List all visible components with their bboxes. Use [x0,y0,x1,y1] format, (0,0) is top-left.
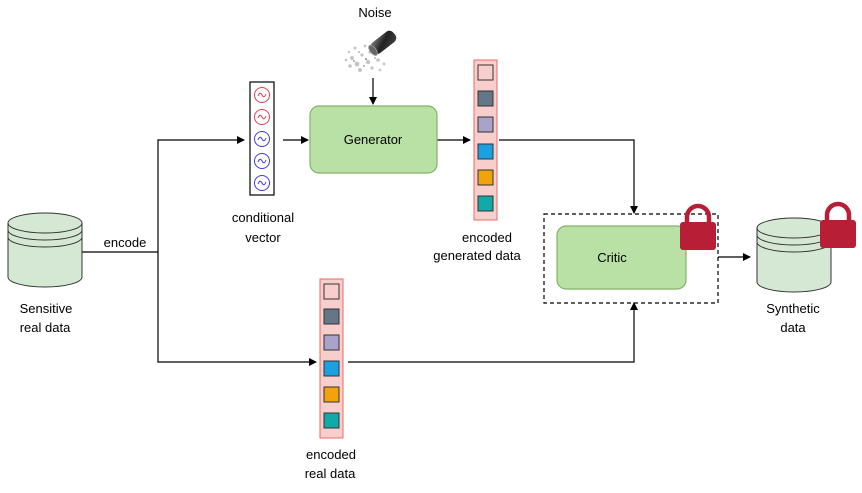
data-cell [323,360,340,377]
generator-node: Generator [309,105,438,174]
encoded-generated-data [473,59,498,221]
sensitive-data-label-1: Sensitive [20,301,73,316]
critic-node: Critic [556,225,687,290]
synthetic-data-label-2: data [780,320,806,335]
data-cell [323,334,340,351]
vector-cell [254,153,270,169]
encoded-generated-label-1: encoded [462,230,512,245]
critic-label: Critic [597,250,627,265]
data-cell [323,308,340,325]
encode-label: encode [104,235,147,250]
synthetic-data-database-icon [756,217,832,293]
encoded-real-label-2: real data [305,466,356,481]
edge-real-critic [348,302,638,363]
vector-cell [254,109,270,125]
edge-to-real-data [157,252,317,366]
connectors [82,78,751,366]
encoded-real-label-1: encoded [306,447,356,462]
noise-label: Noise [358,5,391,20]
lock-icon [680,203,716,250]
conditional-vector-label-1: conditional [232,210,294,225]
conditional-vector [249,81,275,196]
edge-encoded-critic [499,139,638,214]
data-cell [477,143,494,160]
conditional-vector-label-2: vector [245,230,281,245]
data-cell [477,169,494,186]
data-cell [477,116,494,133]
vector-cell [254,87,270,103]
noise-spray-icon [344,30,397,72]
generator-label: Generator [344,132,403,147]
encoded-real-data [319,278,344,439]
lock-icon [820,201,856,248]
critic-frame [543,213,719,304]
encoded-generated-label-2: generated data [433,248,521,263]
data-cell [477,90,494,107]
sensitive-data-label-2: real data [20,320,71,335]
vector-cell [254,175,270,191]
data-cell [477,195,494,212]
synthetic-data-label-1: Synthetic [766,301,820,316]
sensitive-real-data-database-icon [7,212,83,288]
data-cell [477,64,494,81]
edge-to-condvector [157,136,245,252]
vector-cell [254,131,270,147]
data-cell [323,283,340,300]
data-cell [323,386,340,403]
data-cell [323,412,340,429]
